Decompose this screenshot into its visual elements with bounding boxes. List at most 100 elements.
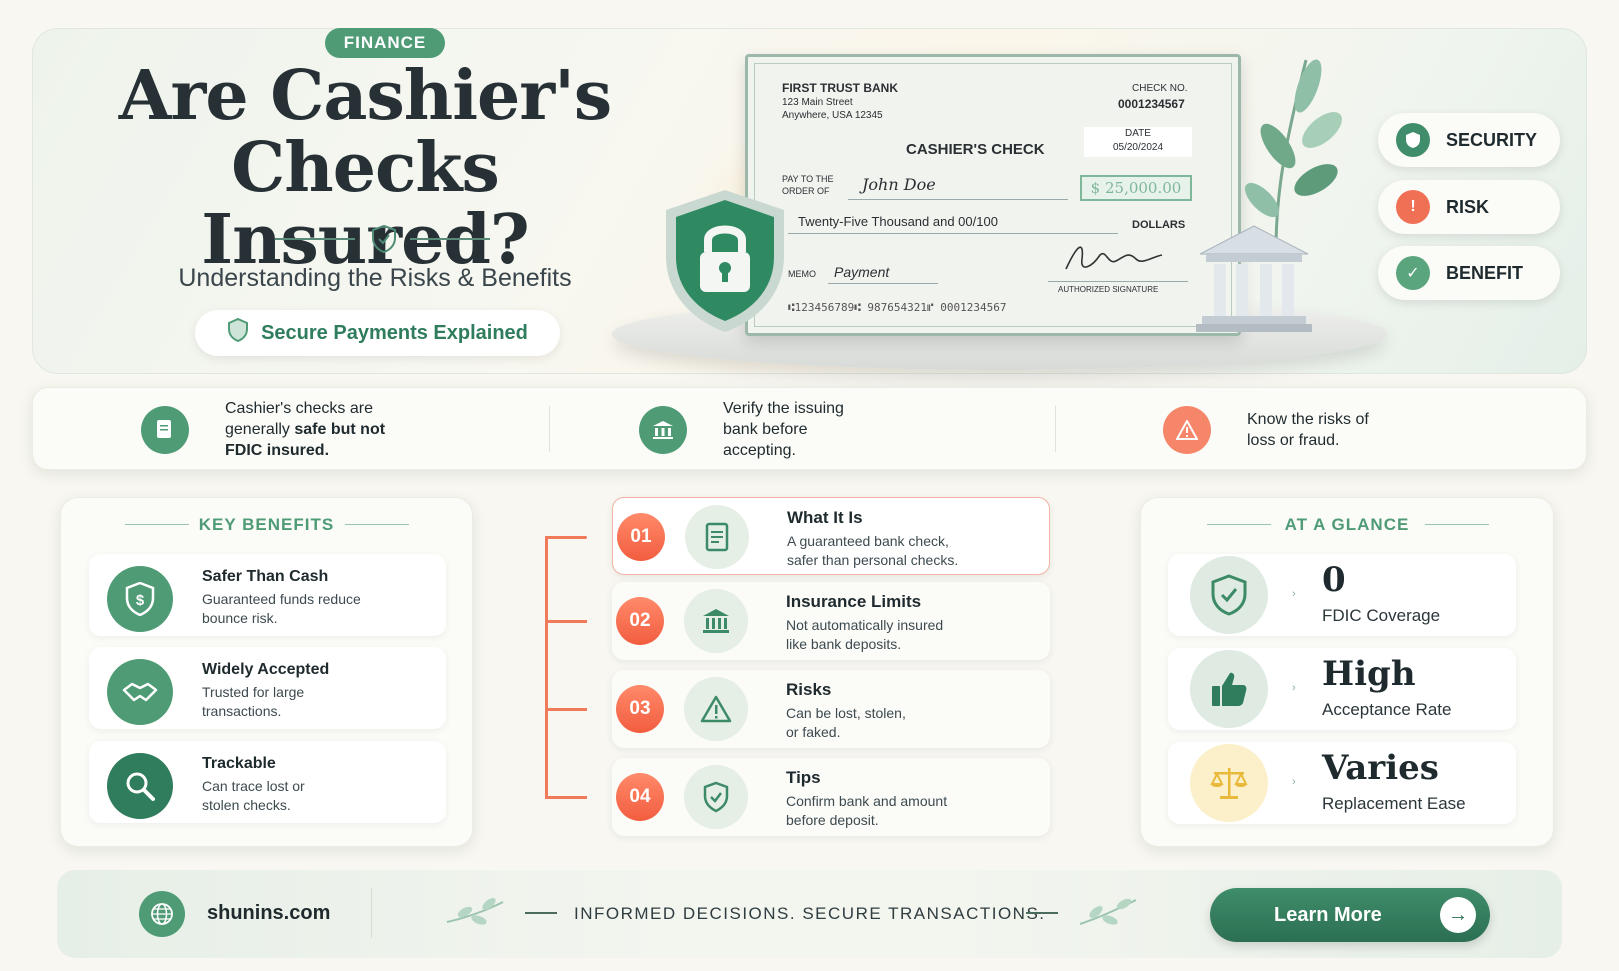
category-tag[interactable]: FINANCE [325,28,445,58]
timeline-connector [545,796,587,799]
strip-text-2c: accepting. [723,442,796,459]
glance-acceptance-rate: › High Acceptance Rate [1168,648,1516,730]
step-number: 01 [617,513,665,561]
step-title: Insurance Limits [786,592,922,611]
warning-icon [684,677,748,741]
footer-separator [371,888,372,938]
shield-icon [1396,123,1430,157]
bank-building-icon [1196,224,1312,332]
tagline-line-left [525,912,557,914]
benefit-safer-than-cash: $ Safer Than Cash Guaranteed funds reduc… [89,554,446,636]
strip-text-1b-bold: safe but not [294,421,386,438]
check-amount-words: Twenty-Five Thousand and 00/100 [798,214,998,229]
magnifier-icon [107,753,173,819]
warning-icon [1163,405,1211,454]
check-date-box: DATE 05/20/2024 [1084,127,1192,157]
benefit-title: Widely Accepted [202,661,330,678]
check-pay-label: PAY TO THE ORDER OF [782,173,834,197]
check-address-2: Anywhere, USA 12345 [782,110,883,121]
strip-text-1c: FDIC insured. [225,442,330,459]
thumbs-up-icon [1190,650,1268,728]
benefit-title: Safer Than Cash [202,568,329,585]
step-desc: A guaranteed bank check,safer than perso… [787,533,959,568]
document-shield-icon [141,405,189,454]
title-divider-right [410,238,490,240]
check-micr-line: ⑆123456789⑆ 987654321⑈ 0001234567 [788,301,1007,314]
page-title: Are Cashier's Checks Insured? [60,60,670,276]
at-a-glance-title: AT A GLANCE [1284,515,1410,534]
tagline-line-right [1026,912,1058,914]
bank-icon [639,405,687,454]
pay-label-1: PAY TO THE [782,174,834,184]
info-strip: Cashier's checks are generally safe but … [32,387,1587,470]
step-desc: Can be lost, stolen,or faked. [786,705,906,740]
step-title: Risks [786,680,832,699]
learn-more-label: Learn More [1274,903,1382,926]
glance-label: Acceptance Rate [1322,700,1452,719]
step-what-it-is[interactable]: 01 What It Is A guaranteed bank check,sa… [612,497,1050,575]
title-line-1: Are Cashier's [118,56,612,136]
pay-label-2: ORDER OF [782,186,830,196]
glance-label: Replacement Ease [1322,794,1466,813]
benefit-badge[interactable]: ✓ BENEFIT [1378,246,1560,300]
risk-badge[interactable]: ! RISK [1378,180,1560,234]
step-title: What It Is [787,508,863,527]
bank-icon [684,589,748,653]
check-signature-label: AUTHORIZED SIGNATURE [1058,285,1159,294]
step-risks[interactable]: 03 Risks Can be lost, stolen,or faked. [612,670,1050,748]
chevron-right-icon: › [1292,588,1296,600]
scales-icon [1190,744,1268,822]
security-badge-label: SECURITY [1446,129,1538,150]
document-icon [685,505,749,569]
glance-fdic-coverage: › 0 FDIC Coverage [1168,554,1516,636]
risk-badge-label: RISK [1446,196,1490,217]
strip-text-3b: loss or fraud. [1247,431,1340,449]
strip-text-2a: Verify the issuing [723,400,844,417]
at-a-glance-card: AT A GLANCE › 0 FDIC Coverage › High Acc… [1140,497,1554,847]
leaf-sprig-left-icon [445,896,505,935]
secure-payments-pill[interactable]: Secure Payments Explained [195,310,560,356]
checkmark-icon: ✓ [1396,256,1430,290]
signature-mark [1058,239,1168,282]
check-number: 0001234567 [1118,97,1185,111]
footer-site-link[interactable]: shunins.com [207,902,331,924]
strip-separator [1055,406,1056,452]
dollar-shield-icon: $ [107,566,173,632]
timeline-connector [545,620,587,623]
glance-replacement-ease: › Varies Replacement Ease [1168,742,1516,824]
glance-label: FDIC Coverage [1322,606,1441,625]
key-benefits-card: KEY BENEFITS $ Safer Than Cash Guarantee… [60,497,473,847]
check-no-label: CHECK NO. [1132,83,1188,94]
step-number: 02 [616,597,664,645]
check-bank-name: FIRST TRUST BANK [782,81,898,95]
check-memo: Payment [834,264,890,280]
strip-text-2b: bank before [723,421,808,438]
check-date: 05/20/2024 [1112,142,1164,153]
strip-text-1b: generally safe but not [225,419,385,440]
title-divider-left [275,238,355,240]
learn-more-button[interactable]: Learn More → [1210,888,1490,942]
secure-pill-label: Secure Payments Explained [261,321,528,344]
shield-check-icon [684,765,748,829]
footer-tagline: INFORMED DECISIONS. SECURE TRANSACTIONS. [574,904,1046,923]
benefit-badge-label: BENEFIT [1446,262,1524,283]
step-title: Tips [786,768,821,787]
check-amount: $ 25,000.00 [1080,175,1192,201]
page-subtitle: Understanding the Risks & Benefits [178,264,572,292]
strip-text-1a: Cashier's checks are [225,400,373,417]
cashiers-check-illustration: FIRST TRUST BANK 123 Main Street Anywher… [745,54,1241,336]
strip-item-safety: Cashier's checks are generally safe but … [141,388,385,471]
leaf-sprig-right-icon [1078,896,1138,935]
security-badge[interactable]: SECURITY [1378,113,1560,167]
step-insurance-limits[interactable]: 02 Insurance Limits Not automatically in… [612,582,1050,660]
check-address-1: 123 Main Street [782,97,853,108]
check-memo-label: MEMO [788,269,816,279]
check-heading: CASHIER'S CHECK [906,141,1045,158]
